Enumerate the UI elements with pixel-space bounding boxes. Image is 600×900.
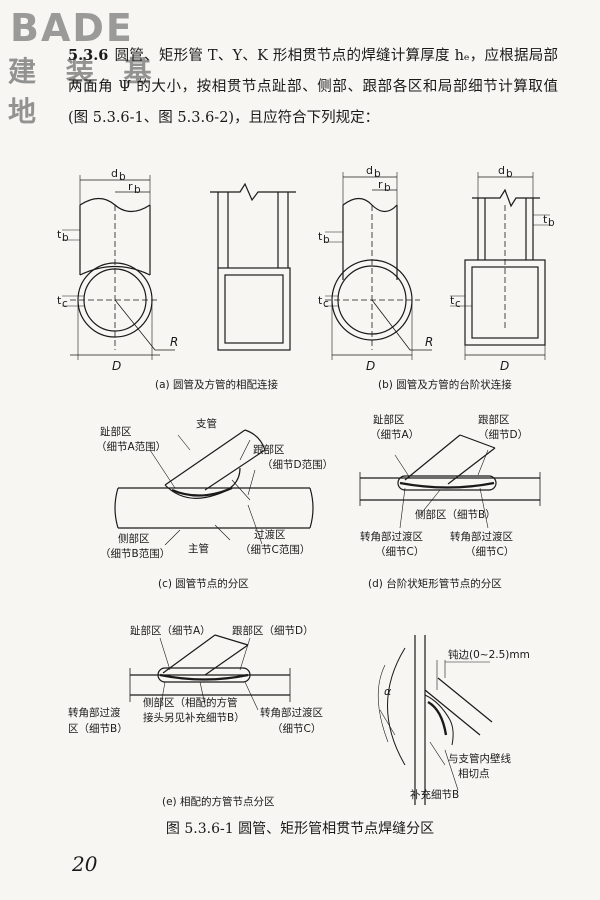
- fig-e-side-1: 侧部区（相配的方管: [143, 696, 238, 709]
- fig-d-toe-label: 趾部区: [373, 413, 405, 426]
- section-number: 5.3.6: [68, 47, 109, 64]
- fig-a-db-sub: b: [119, 171, 126, 183]
- fig-a-rb-sub: b: [134, 184, 141, 196]
- fig-b-R-label: R: [425, 335, 433, 349]
- fig-e-caption: (e) 相配的方管节点分区: [162, 795, 275, 808]
- fig-c-branch-label: 支管: [196, 417, 217, 430]
- fig-detail-alpha: α: [384, 685, 392, 698]
- fig-b-D-label: D: [366, 359, 375, 373]
- fig-b-tb-label: t: [318, 230, 323, 243]
- fig-d-corner-left: 转角部过渡区: [360, 530, 423, 543]
- fig-b-tc-label: t: [318, 294, 323, 307]
- fig-e-corner-left-2: 区（细节B）: [68, 722, 128, 735]
- fig-b-tc-sub: c: [323, 298, 329, 310]
- fig-b-sq-tb-label: t: [543, 213, 548, 226]
- fig-d-toe-detail: （细节A）: [370, 428, 419, 441]
- fig-c-side-label: 侧部区: [118, 532, 150, 545]
- fig-d-corner-left-detail: （细节C）: [375, 545, 424, 558]
- fig-b-square-tube: [450, 172, 550, 360]
- fig-d-heel-label: 跟部区: [478, 413, 510, 426]
- fig-c-transition-label: 过渡区: [254, 528, 286, 541]
- fig-e-heel-label: 跟部区（细节D）: [232, 624, 314, 637]
- watermark-brand: BADE: [10, 6, 134, 50]
- figure-drawing: d b r b t b t c D R (a) 圆管及方管的相配连接 d b r…: [57, 164, 555, 808]
- fig-d-corner-right: 转角部过渡区: [450, 530, 513, 543]
- fig-c-transition-detail: （细节C范围）: [240, 543, 310, 556]
- fig-a-round-tube: [62, 175, 175, 360]
- fig-b-sq-tb-sub: b: [548, 217, 555, 229]
- fig-d-side-label: 侧部区（细节B）: [415, 508, 496, 521]
- fig-c-heel-detail: （细节D范围）: [262, 458, 333, 471]
- fig-b-rb-sub: b: [384, 182, 391, 194]
- fig-e-corner-left-1: 转角部过渡: [68, 706, 121, 719]
- watermark-logo: BADE 建 装 基 地: [6, 4, 176, 128]
- watermark-cn: 建 装 基 地: [8, 55, 162, 128]
- fig-b-db-label: d: [366, 164, 373, 177]
- fig-e-drawing: [129, 634, 291, 711]
- fig-a-db-label: d: [111, 167, 118, 180]
- fig-b-sq-D-label: D: [500, 359, 509, 373]
- fig-d-corner-right-detail: （细节C）: [465, 545, 514, 558]
- fig-c-toe-label: 趾部区: [100, 425, 132, 438]
- fig-b-sq-tc-sub: c: [455, 298, 461, 310]
- page-number: 20: [72, 852, 98, 876]
- fig-a-R-label: R: [170, 335, 178, 349]
- fig-c-main-label: 主管: [188, 542, 209, 555]
- fig-b-round-tube: [325, 172, 432, 360]
- fig-e-toe-label: 趾部区（细节A）: [130, 624, 211, 637]
- fig-e-corner-right-2: （细节C）: [272, 722, 321, 735]
- fig-b-rb-label: r: [378, 178, 383, 191]
- fig-b-caption: (b) 圆管及方管的台阶状连接: [378, 378, 512, 391]
- fig-detail-supplement: 补充细节B: [410, 788, 459, 801]
- fig-e-side-2: 接头另见补充细节B）: [143, 711, 245, 724]
- section-text: 圆管、矩形管 T、Y、K 形相贯节点的焊缝计算厚度 hₑ，应根据局部两面角 Ψ …: [68, 48, 558, 126]
- fig-a-square-tube: [210, 182, 296, 351]
- fig-a-tc-label: t: [57, 294, 62, 307]
- fig-detail-tangent-2: 相切点: [458, 767, 490, 780]
- weld-zone-figure: d b r b t b t c D R (a) 圆管及方管的相配连接 d b r…: [0, 150, 600, 850]
- figure-caption: 图 5.3.6-1 圆管、矩形管相贯节点焊缝分区: [165, 821, 435, 837]
- fig-a-caption: (a) 圆管及方管的相配连接: [155, 378, 278, 391]
- fig-a-tb-sub: b: [62, 232, 69, 244]
- fig-a-tb-label: t: [57, 228, 62, 241]
- fig-b-sq-db-sub: b: [506, 168, 513, 180]
- fig-d-caption: (d) 台阶状矩形管节点的分区: [368, 577, 502, 590]
- fig-a-tc-sub: c: [62, 298, 68, 310]
- fig-c-side-detail: （细节B范围）: [100, 547, 170, 560]
- fig-e-corner-right-1: 转角部过渡区: [260, 706, 323, 719]
- fig-detail-tangent-1: 与支管内壁线: [448, 752, 511, 765]
- fig-d-drawing: [359, 434, 541, 529]
- fig-b-sq-db-label: d: [498, 164, 505, 177]
- fig-d-heel-detail: （细节D）: [478, 428, 528, 441]
- fig-b-sq-tc-label: t: [450, 294, 455, 307]
- fig-b-db-sub: b: [374, 168, 381, 180]
- fig-b-tb-sub: b: [323, 234, 330, 246]
- fig-c-heel-label: 跟部区: [253, 443, 285, 456]
- fig-a-rb-label: r: [128, 180, 133, 193]
- fig-a-D-label: D: [112, 359, 121, 373]
- fig-detail-blunt: 钝边(0~2.5)mm: [448, 648, 530, 661]
- fig-c-caption: (c) 圆管节点的分区: [158, 577, 249, 590]
- fig-detail-drawing: [377, 635, 493, 805]
- fig-c-drawing: [114, 429, 314, 546]
- fig-c-toe-detail: （细节A范围）: [96, 440, 166, 453]
